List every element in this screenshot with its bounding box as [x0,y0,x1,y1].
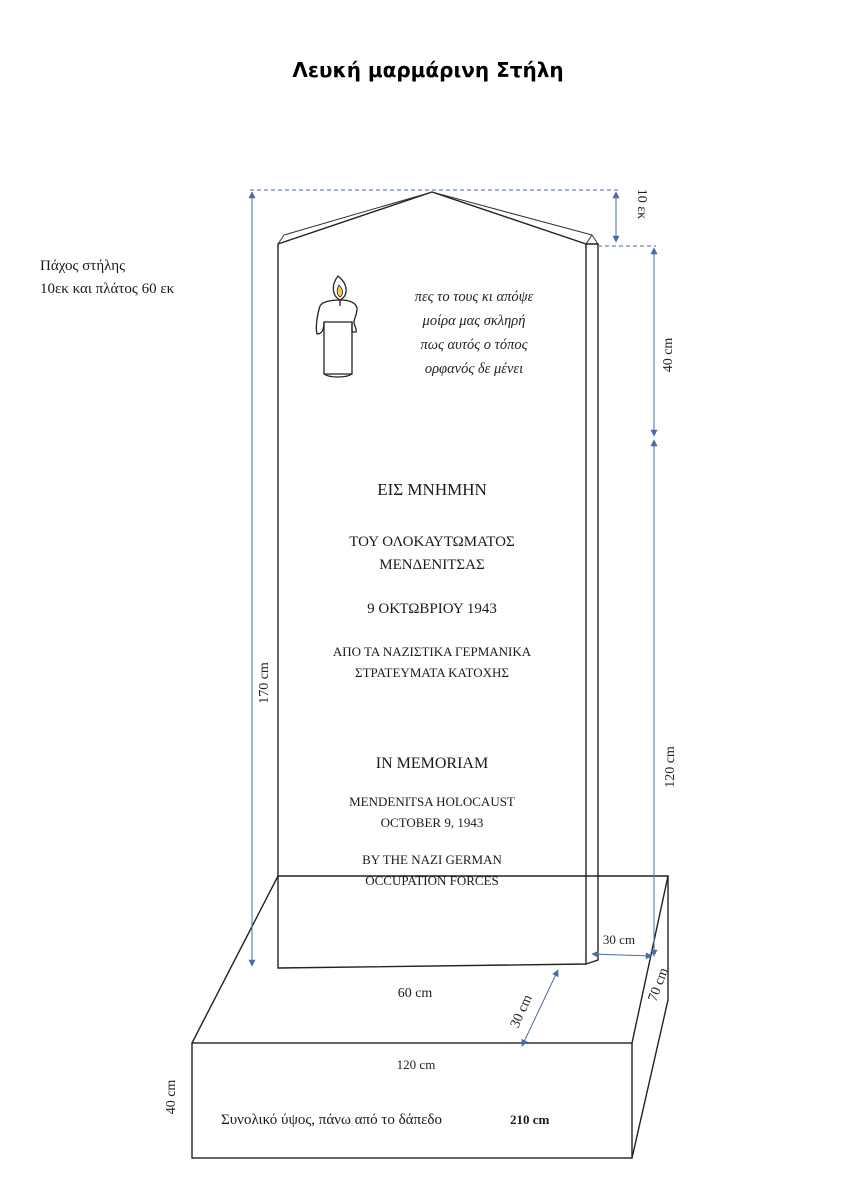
epitaph-line: πως αυτός ο τόπος [421,337,528,353]
stele-front-face [277,191,587,969]
greek-date: 9 ΟΚΤΩΒΡΙΟΥ 1943 [367,601,497,617]
total-height-note: Συνολικό ύψος, πάνω από το δάπεδο 210 cm [221,1112,550,1128]
dim-base-height: 40 cm [164,1080,179,1115]
base-side-face [631,876,669,1159]
stele-side-face [585,243,599,965]
dimension-lines [248,189,658,1047]
greek-heading: ΕΙΣ ΜΝΗΜΗΝ [377,480,487,499]
english-heading: IN MEMORIAM [376,755,488,772]
epitaph: πες το τους κι απόψε μοίρα μας σκληρή πω… [415,289,534,377]
greek-line: ΤΟΥ ΟΛΟΚΑΥΤΩΜΑΤΟΣ [349,534,514,550]
page-title: Λευκή μαρμάρινη Στήλη [292,58,564,82]
greek-inscription: ΕΙΣ ΜΝΗΜΗΝ ΤΟΥ ΟΛΟΚΑΥΤΩΜΑΤΟΣ ΜΕΝΔΕΝΙΤΣΑΣ… [333,480,532,680]
total-height-value: 210 cm [510,1112,550,1127]
dim-lower-right: 120 cm [663,746,678,788]
stele-bevel-line [283,191,593,236]
dim-stele-width: 60 cm [398,986,433,1001]
dim-base-width: 120 cm [397,1057,436,1072]
dim-base-offset-side: 30 cm [603,932,635,947]
total-height-label: Συνολικό ύψος, πάνω από το δάπεδο [221,1112,442,1128]
english-line: BY THE NAZI GERMAN [362,852,502,867]
base-block [191,875,669,1159]
base-top-face [191,875,669,1044]
dim-upper-right: 40 cm [661,338,676,373]
thickness-note-line: 10εκ και πλάτος 60 εκ [40,281,175,297]
dim-top-peak: 10 εκ [634,189,649,219]
greek-line: ΑΠΟ ΤΑ ΝΑΖΙΣΤΙΚΑ ΓΕΡΜΑΝΙΚΑ [333,644,532,659]
english-inscription: IN MEMORIAM MENDENITSA HOLOCAUST OCTOBER… [349,755,515,888]
thickness-note: Πάχος στήλης 10εκ και πλάτος 60 εκ [40,258,175,297]
dim-total-stele: 170 cm [257,662,272,704]
greek-line: ΜΕΝΔΕΝΙΤΣΑΣ [379,557,484,573]
epitaph-line: πες το τους κι απόψε [415,289,534,305]
candle-icon [315,275,358,378]
base-front-face [191,1042,633,1159]
english-line: OCTOBER 9, 1943 [381,815,484,830]
thickness-note-line: Πάχος στήλης [40,258,125,274]
stele [277,191,599,969]
epitaph-line: μοίρα μας σκληρή [422,313,526,329]
english-line: MENDENITSA HOLOCAUST [349,794,515,809]
english-line: OCCUPATION FORCES [365,873,499,888]
epitaph-line: ορφανός δε μένει [425,361,523,377]
greek-line: ΣΤΡΑΤΕΥΜΑΤΑ ΚΑΤΟΧΗΣ [355,665,509,680]
dimension-labels: 10 εκ 40 cm 120 cm 170 cm 30 cm 60 cm 30… [164,189,678,1115]
